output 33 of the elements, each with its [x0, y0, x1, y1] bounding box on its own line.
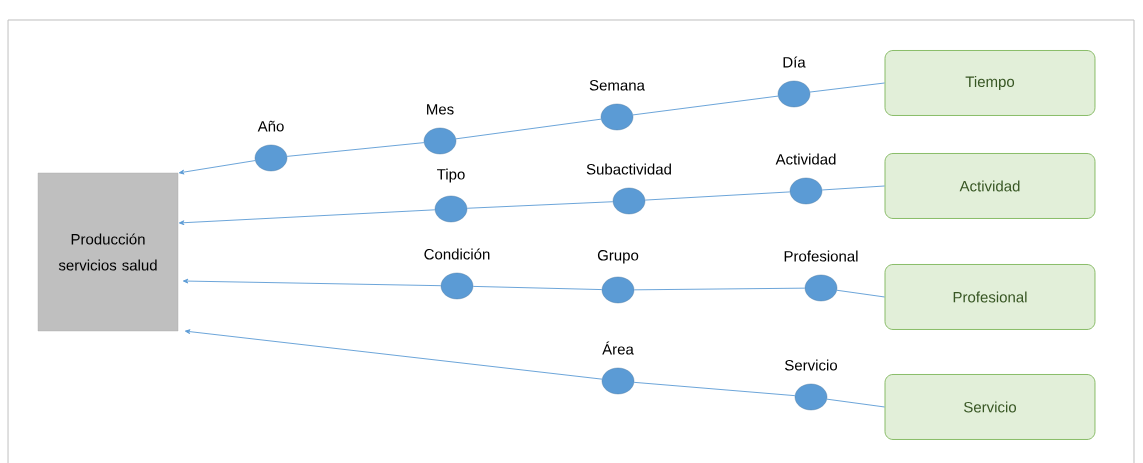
process-box: Producción servicios salud — [37, 172, 179, 332]
node-label: Semana — [589, 79, 645, 91]
node-label: Subactividad — [586, 163, 671, 175]
category-box: Profesional — [884, 264, 1096, 330]
arrow — [182, 278, 442, 287]
connector-line — [633, 381, 796, 397]
node-label: Área — [602, 341, 634, 355]
connector-line — [644, 191, 791, 201]
connector-line — [836, 289, 886, 298]
category-box: Actividad — [884, 153, 1096, 219]
node-label: Mes — [427, 104, 454, 115]
connector-line — [455, 118, 602, 140]
node-label: Tipo — [437, 168, 465, 183]
connector-line — [472, 285, 603, 291]
arrow — [184, 329, 603, 380]
connector-line — [826, 398, 886, 408]
connector-line — [821, 185, 886, 191]
node-label: Servicio — [785, 359, 838, 371]
arrow — [178, 209, 436, 226]
connector-line — [809, 82, 886, 93]
node-label: Actividad — [775, 153, 836, 165]
node-label: Día — [783, 56, 806, 68]
category-box: Servicio — [884, 374, 1096, 440]
category-box: Tiempo — [884, 50, 1096, 116]
node-label: Año — [257, 120, 284, 132]
connector-line — [286, 142, 425, 157]
connector-line — [632, 95, 779, 116]
node-label: Profesional — [784, 250, 858, 262]
arrow — [178, 160, 256, 175]
connector-line — [633, 287, 806, 291]
connector-line — [466, 201, 614, 209]
node-label: Condición — [424, 248, 490, 260]
node-label: Grupo — [597, 250, 639, 264]
